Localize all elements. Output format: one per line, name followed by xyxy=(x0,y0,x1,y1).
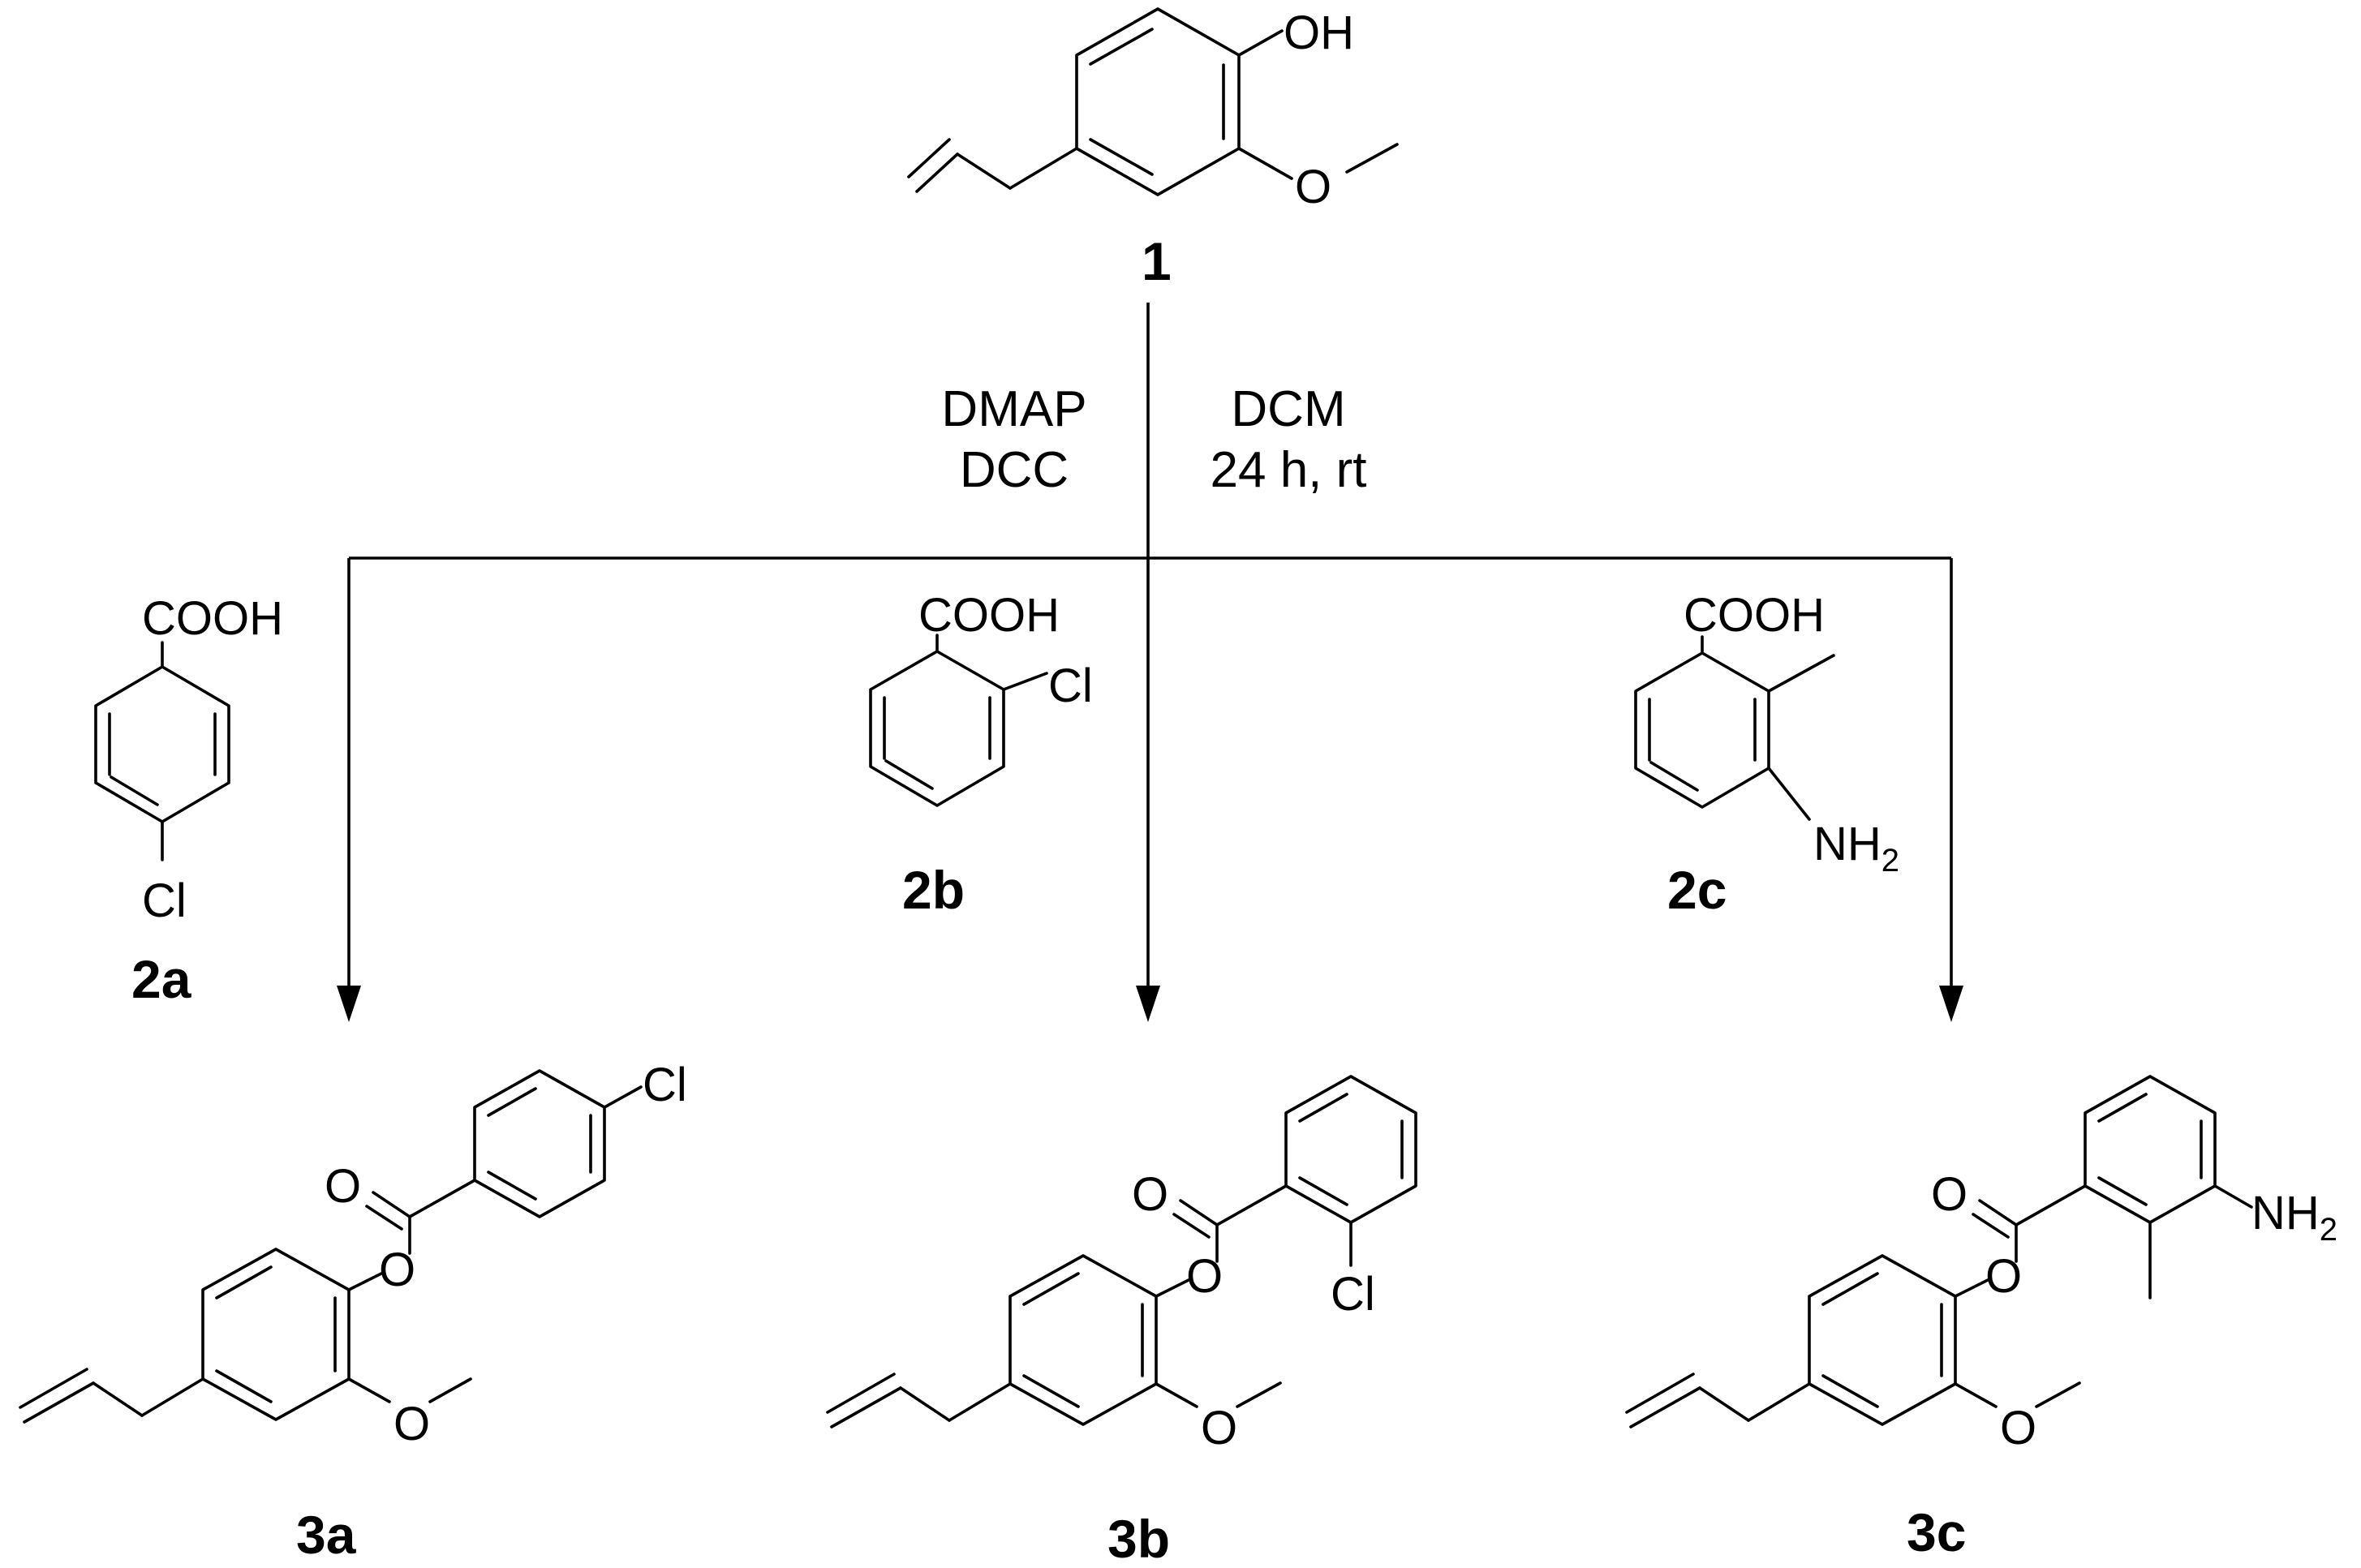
compound-3a-label: 3a xyxy=(296,1505,357,1565)
methoxy-oxygen-label: O xyxy=(1201,1402,1237,1454)
compound-3c-label: 3c xyxy=(1907,1502,1966,1562)
condition-dcm: DCM xyxy=(1231,381,1345,437)
amino-label: NH2 xyxy=(2251,1187,2337,1248)
amino-label: NH2 xyxy=(1813,818,1899,879)
chloro-label: Cl xyxy=(142,874,187,927)
condition-dcc: DCC xyxy=(960,442,1069,498)
compound-3c: O O O NH2 3c xyxy=(1625,1075,2337,1562)
carboxyl-label: COOH xyxy=(142,592,283,645)
hydroxyl-label: OH xyxy=(1284,6,1354,59)
compound-2c: COOH NH2 2c xyxy=(1634,589,1899,920)
arrowhead-3a xyxy=(337,986,361,1022)
reaction-conditions: DMAP DCC DCM 24 h, rt xyxy=(941,381,1366,498)
condition-time-temp: 24 h, rt xyxy=(1211,442,1367,498)
compound-2b-label: 2b xyxy=(902,860,965,920)
chloro-label: Cl xyxy=(1331,1268,1375,1321)
ester-oxygen-label: O xyxy=(1985,1250,2022,1303)
compound-2b: COOH Cl 2b xyxy=(869,589,1093,920)
compound-3c-bonds xyxy=(1625,1075,2253,1428)
ester-oxygen-label: O xyxy=(379,1244,415,1296)
compound-2a-bonds xyxy=(94,641,230,861)
compound-3b-bonds xyxy=(826,1075,1417,1428)
arrowhead-3b xyxy=(1136,986,1160,1022)
arrowhead-3c xyxy=(1939,986,1963,1022)
carboxyl-label: COOH xyxy=(918,589,1060,642)
reaction-arrows xyxy=(337,303,1963,1022)
chloro-label: Cl xyxy=(643,1059,687,1111)
methoxy-oxygen-label: O xyxy=(2000,1402,2036,1454)
compound-2c-label: 2c xyxy=(1667,860,1727,920)
chloro-label: Cl xyxy=(1048,659,1093,712)
compound-3b-label: 3b xyxy=(1107,1509,1170,1568)
compound-1: OH O 1 xyxy=(907,6,1399,291)
compound-2c-bonds xyxy=(1634,635,1835,821)
compound-2b-bonds xyxy=(869,634,1048,807)
ester-oxygen-label: O xyxy=(1186,1250,1223,1303)
compound-2a-label: 2a xyxy=(131,949,192,1009)
carbonyl-oxygen-label: O xyxy=(1931,1168,1968,1221)
carboxyl-label: COOH xyxy=(1684,589,1825,642)
methoxy-oxygen-label: O xyxy=(394,1398,430,1450)
compound-1-bonds xyxy=(907,7,1399,196)
carbonyl-oxygen-label: O xyxy=(325,1160,361,1213)
compound-1-label: 1 xyxy=(1142,231,1172,291)
carbonyl-oxygen-label: O xyxy=(1132,1168,1168,1221)
compound-3b: O O O Cl 3b xyxy=(826,1075,1417,1568)
condition-dmap: DMAP xyxy=(941,381,1086,437)
compound-2a: COOH Cl 2a xyxy=(94,592,283,1009)
compound-3a: O O O Cl 3a xyxy=(19,1059,687,1565)
compound-3a-bonds xyxy=(19,1069,643,1424)
methoxy-oxygen-label: O xyxy=(1295,161,1331,213)
